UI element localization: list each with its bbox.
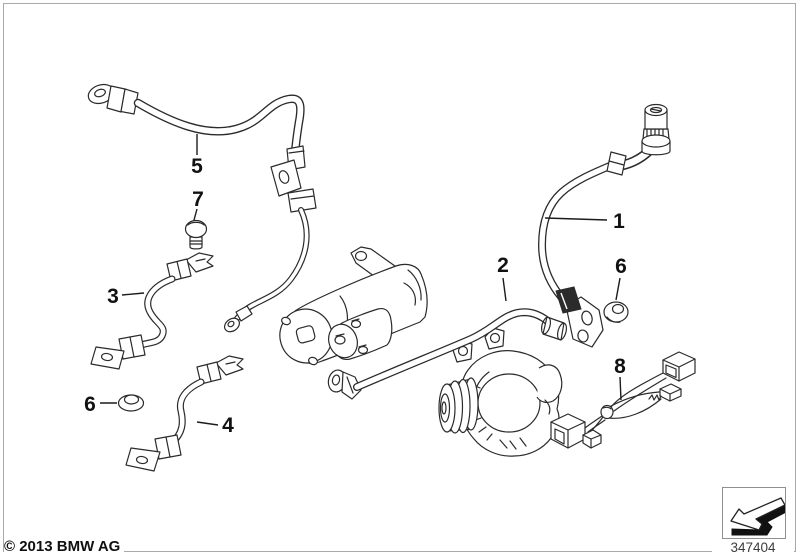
cable-3-drawing	[90, 252, 214, 370]
callout-1[interactable]: 1	[613, 210, 625, 233]
callouts: 1 2 3 4 5 6 6 7 8	[84, 134, 627, 437]
callout-8[interactable]: 8	[614, 355, 626, 378]
grommet-6-right-drawing	[603, 301, 629, 323]
cable-1-drawing	[542, 103, 671, 314]
cable-4-drawing	[125, 355, 244, 472]
callout-2[interactable]: 2	[497, 254, 509, 277]
alternator-drawing	[438, 327, 563, 457]
direction-arrow-icon	[730, 497, 789, 536]
callout-6-right[interactable]: 6	[615, 255, 627, 278]
bolt-7-drawing	[184, 219, 208, 250]
callout-1-leader	[544, 217, 608, 221]
grommet-6-left-drawing	[117, 394, 145, 412]
diagram-frame	[3, 3, 796, 552]
diagram-thumbnail-box[interactable]	[722, 487, 789, 539]
callout-4[interactable]: 4	[222, 414, 234, 437]
callout-2-leader	[502, 277, 507, 302]
callout-3-leader	[121, 292, 145, 296]
callout-7-leader	[193, 208, 198, 221]
callout-6-left[interactable]: 6	[84, 393, 96, 416]
harness-8-drawing	[550, 351, 696, 449]
cable-2-drawing	[327, 296, 604, 400]
callout-3[interactable]: 3	[107, 285, 119, 308]
diagram-part-number: 347404	[712, 540, 794, 555]
cable-5-drawing	[87, 83, 317, 333]
callout-4-leader	[196, 421, 219, 426]
copyright-text: © 2013 BMW AG	[4, 538, 125, 555]
callout-5[interactable]: 5	[191, 155, 203, 178]
starter-motor-drawing	[279, 246, 428, 366]
callout-8-leader	[619, 376, 622, 401]
callout-6-right-leader	[615, 277, 621, 301]
callout-7[interactable]: 7	[192, 188, 204, 211]
